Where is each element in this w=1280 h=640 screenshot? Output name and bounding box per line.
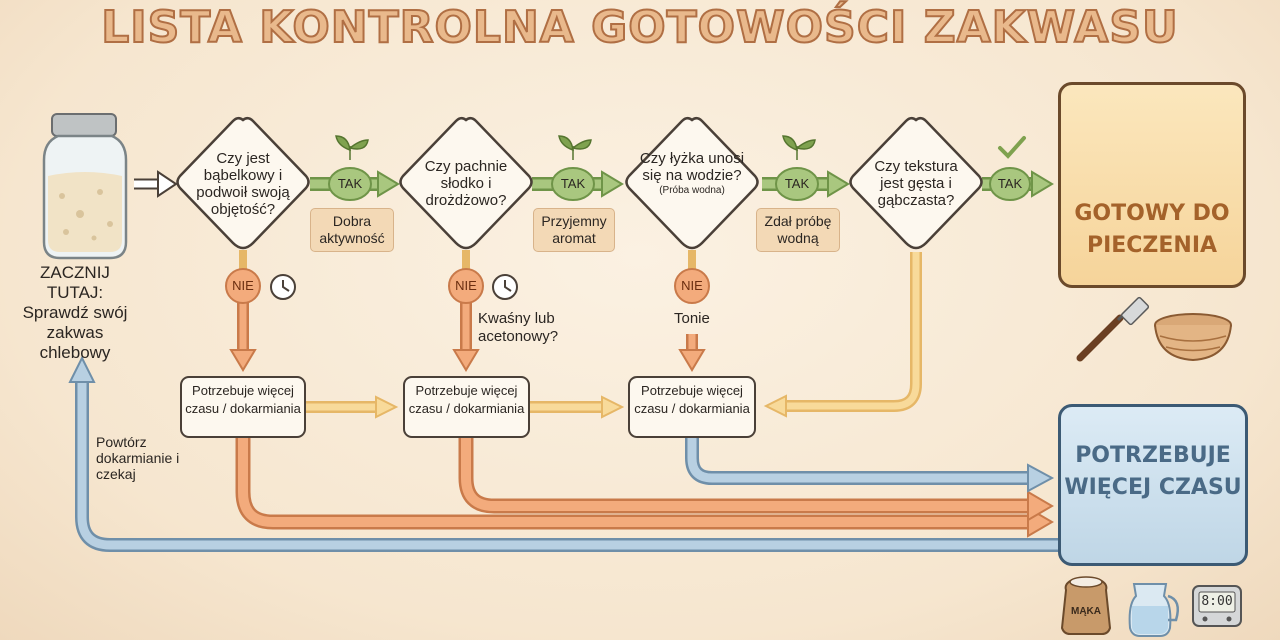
page-title: LISTA KONTROLNA GOTOWOŚCI ZAKWASU xyxy=(100,1,1179,54)
clock-icon xyxy=(270,274,518,300)
question-4: Czy tekstura jest gęsta i gąbczasta? xyxy=(863,158,969,209)
sprout-icon xyxy=(335,135,816,160)
more-time-outcome-box xyxy=(1058,404,1248,566)
yes-no-circles xyxy=(225,167,1031,304)
start-text: Sprawdź swój zakwas chlebowy xyxy=(22,303,128,362)
proofing-basket-icon xyxy=(1154,313,1232,362)
no-label-2: NIE xyxy=(455,278,477,293)
no-label-3: NIE xyxy=(681,278,703,293)
ready-outcome-box xyxy=(1058,82,1246,288)
flour-label: MĄKA xyxy=(1071,606,1101,617)
flour-bag-icon xyxy=(1060,576,1112,635)
question-4-text: Czy tekstura jest gęsta i gąbczasta? xyxy=(874,158,958,209)
yes-label-1: TAK xyxy=(337,176,363,191)
more-time-outcome-text: POTRZEBUJE WIĘCEJ CZASU xyxy=(1064,443,1242,500)
no-down-arrows xyxy=(229,250,706,372)
timer-readout: 8:00 xyxy=(1201,594,1233,609)
question-1-text: Czy jest bąbelkowy i podwoił swoją objęt… xyxy=(196,150,290,218)
action-box-2: Potrzebuje więcej czasu / dokarmiania xyxy=(403,376,530,438)
action-box-3: Potrzebuje więcej czasu / dokarmiania xyxy=(628,376,756,438)
yes-label-3: TAK xyxy=(784,176,810,191)
start-label: ZACZNIJ TUTAJ: Sprawdź swój zakwas chleb… xyxy=(12,263,138,363)
question-3-subtext: (Próba wodna) xyxy=(659,185,725,196)
yes-note-1: Dobra aktywność xyxy=(310,208,394,252)
no-note-3: Tonie xyxy=(674,310,710,327)
checkmark-icon xyxy=(998,136,1026,159)
no-to-more-time-arrows xyxy=(235,428,1055,538)
question-1: Czy jest bąbelkowy i podwoił swoją objęt… xyxy=(190,150,296,218)
no-note-2: Kwaśny lub acetonowy? xyxy=(478,310,559,345)
repeat-note: Powtórz dokarmianie i czekaj xyxy=(96,434,180,482)
yes-label-2: TAK xyxy=(560,176,586,191)
yes-note-3: Zdał próbę wodną xyxy=(756,208,840,252)
no-label-1: NIE xyxy=(232,278,254,293)
start-heading: ZACZNIJ TUTAJ: xyxy=(40,263,110,302)
action-box-1: Potrzebuje więcej czasu / dokarmiania xyxy=(180,376,306,438)
question-3: Czy łyżka unosi się na wodzie?(Próba wod… xyxy=(639,150,745,197)
yes-label-4: TAK xyxy=(997,176,1023,191)
bread-lame-icon xyxy=(1076,296,1150,362)
sourdough-jar-icon xyxy=(42,113,128,260)
timer-icon xyxy=(1192,585,1242,627)
question-2: Czy pachnie słodko i drożdżowo? xyxy=(413,158,519,209)
question-3-text: Czy łyżka unosi się na wodzie? xyxy=(639,150,745,184)
yellow-arrows xyxy=(306,252,922,419)
decision-diamonds xyxy=(176,117,983,250)
question-2-text: Czy pachnie słodko i drożdżowo? xyxy=(424,158,508,209)
ready-outcome-text: GOTOWY DO PIECZENIA xyxy=(1074,201,1230,258)
repeat-loop-arrow xyxy=(68,355,1058,552)
yes-note-2: Przyjemny aromat xyxy=(533,208,615,252)
water-jug-icon xyxy=(1128,583,1179,637)
